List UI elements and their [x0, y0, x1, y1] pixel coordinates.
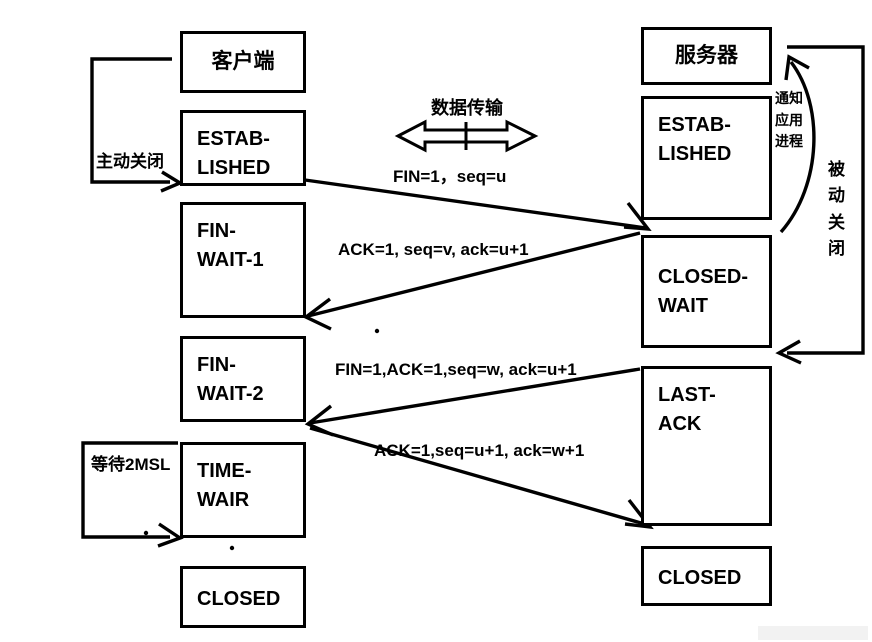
state-line-1: FIN-: [197, 354, 236, 376]
client-state-fin-wait-1: FIN- WAIT-1: [180, 202, 306, 318]
ink-dot: [143, 530, 149, 536]
server-header-box: 服务器: [641, 27, 772, 85]
message-label-fin-ack: FIN=1,ACK=1,seq=w, ack=u+1: [335, 360, 577, 379]
state-line-1: FIN-: [197, 220, 236, 242]
state-line-2: LISHED: [658, 143, 732, 165]
ink-dot: [229, 545, 235, 551]
state-line-2: WAIT-1: [197, 249, 264, 271]
state-line-1: TIME-: [197, 460, 252, 482]
state-line-1: CLOSED: [658, 567, 742, 589]
server-header-label: 服务器: [675, 43, 738, 67]
client-state-fin-wait-2: FIN- WAIT-2: [180, 336, 306, 422]
state-line-2: WAIT-2: [197, 383, 264, 405]
state-line-1: CLOSED-: [658, 266, 748, 288]
ink-dot: [374, 328, 380, 334]
message-label-fin-1: FIN=1，seq=u: [393, 167, 507, 186]
passive-line-4: 闭: [828, 239, 845, 259]
client-header-label: 客户端: [211, 49, 275, 73]
state-line-2: LISHED: [197, 157, 271, 179]
state-line-1: ESTAB-: [197, 128, 270, 150]
state-line-2: WAIR: [197, 489, 250, 511]
server-state-established: ESTAB- LISHED: [641, 96, 772, 220]
passive-line-1: 被: [828, 160, 845, 179]
message-label-ack-1: ACK=1, seq=v, ack=u+1: [338, 240, 529, 259]
server-state-closed: CLOSED: [641, 546, 772, 606]
client-state-time-wait: TIME- WAIR: [180, 442, 306, 538]
state-line-1: LAST-: [658, 384, 716, 406]
passive-line-3: 关: [828, 212, 845, 232]
client-state-established: ESTAB- LISHED: [180, 110, 306, 186]
state-line-1: ESTAB-: [658, 114, 731, 136]
message-label-ack-2: ACK=1,seq=u+1, ack=w+1: [374, 441, 585, 460]
data-transfer-label: 数据传输: [431, 98, 503, 118]
wait-2msl-label: 等待2MSL: [91, 455, 171, 474]
state-line-2: ACK: [658, 413, 702, 435]
watermark-strip: [758, 626, 868, 640]
passive-close-label: 被 动 关 闭: [828, 157, 845, 262]
arrow-msg-fin-1: [304, 178, 652, 232]
passive-line-2: 动: [828, 186, 845, 206]
data-transfer-arrow: [394, 119, 539, 153]
notify-line-1: 通知: [775, 90, 803, 106]
client-header-box: 客户端: [180, 31, 306, 93]
server-state-closed-wait: CLOSED- WAIT: [641, 235, 772, 348]
state-line-2: WAIT: [658, 295, 708, 317]
active-close-label: 主动关闭: [96, 152, 164, 171]
state-line-1: CLOSED: [197, 588, 281, 610]
notify-app-process-label: 通知 应用 进程: [775, 88, 803, 153]
notify-line-3: 进程: [775, 133, 803, 150]
server-state-last-ack: LAST- ACK: [641, 366, 772, 526]
client-state-closed: CLOSED: [180, 566, 306, 628]
notify-line-2: 应用: [775, 111, 803, 128]
